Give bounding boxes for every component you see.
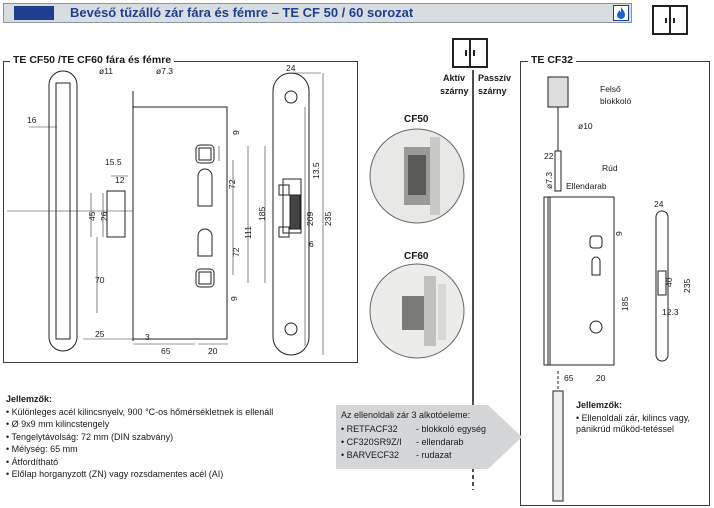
passziv-label: Passzív: [478, 73, 512, 83]
dim-65: 65: [161, 346, 171, 356]
features-list: • Különleges acél kilincsnyelv, 900 °C-o…: [6, 406, 273, 480]
cf32-features-title: Jellemzők:: [576, 400, 623, 410]
dim-111: 111: [243, 226, 253, 239]
door-icon-small: [452, 38, 488, 68]
dim-r20: 20: [596, 373, 606, 383]
dim-r22: 22: [544, 151, 554, 161]
accessories-box: [336, 405, 488, 469]
feature-item: • Különleges acél kilincsnyelv, 900 °C-o…: [6, 407, 274, 417]
lock-technical-drawing: 24 ø11 ø7.3 16 9 15.5 12 45 26 72 185 13…: [7, 63, 333, 356]
dim-16: 16: [27, 115, 37, 125]
feature-item: • Mélység: 65 mm: [6, 444, 78, 455]
feature-item: • Átfordítható: [6, 456, 59, 467]
dim-15-5: 15.5: [105, 157, 122, 167]
feature-item: • Tengelytávolság: 72 mm (DIN szabvány): [6, 431, 174, 442]
dim-45: 45: [87, 211, 97, 221]
dim-r73: ø7.3: [544, 172, 554, 189]
accessory-row: • CF320SR9Z/I: [341, 437, 402, 447]
dim-9b: 9: [229, 296, 239, 301]
rud-label: Rúd: [602, 163, 618, 173]
dim-r24: 24: [654, 199, 664, 209]
dim-26: 26: [99, 211, 109, 221]
left-drawing-frame: [3, 61, 358, 363]
dim-235: 235: [323, 212, 333, 226]
feature-item: • Előlap horganyzott (ZN) vagy rozsdamen…: [6, 469, 224, 480]
cf60-label: CF60: [404, 251, 429, 262]
dim-r10: ø10: [578, 121, 593, 131]
accessory-desc: - rudazat: [416, 450, 452, 460]
aktiv-label: Aktív: [443, 73, 466, 83]
dim-13-5: 13.5: [311, 162, 321, 179]
dim-11: ø11: [99, 66, 113, 76]
passziv-szarny-label: szárny: [478, 86, 507, 96]
dim-r185: 185: [620, 297, 630, 311]
left-section-title: TE CF50 /TE CF60 fára és fémre: [10, 54, 175, 66]
cf50-label: CF50: [404, 114, 429, 125]
cf32-feature-item: • Ellenoldali zár, kilincs vagy, pánikrú…: [576, 413, 691, 434]
dim-7-3: ø7.3: [156, 66, 173, 76]
dim-6: 6: [309, 239, 314, 249]
cf60-detail-photo: [369, 263, 465, 359]
dim-r40: 40: [664, 277, 674, 287]
right-drawing-frame: [520, 61, 710, 506]
cf32-technical-drawing: Felső blokkoló ø10 22 ø7.3 Rúd Ellendara…: [543, 76, 692, 502]
dim-20: 20: [208, 346, 218, 356]
dim-24: 24: [286, 63, 296, 73]
dim-r12-3: 12.3: [662, 307, 679, 317]
header-banner: Bevéső tűzálló zár fára és fémre – TE CF…: [3, 3, 632, 23]
dim-209: 209: [305, 212, 315, 226]
accessories-arrow: [488, 405, 522, 469]
dim-12: 12: [115, 175, 125, 185]
accessory-row: • BARVECF32: [341, 450, 400, 460]
accessories-title: Az ellenoldali zár 3 alkotóeleme:: [341, 410, 471, 420]
dim-25: 25: [95, 329, 105, 339]
dim-9a: 9: [231, 130, 241, 135]
dim-70: 70: [95, 275, 105, 285]
dim-r235: 235: [682, 279, 692, 293]
flame-icon: [613, 5, 629, 21]
ellendarab-label: Ellendarab: [566, 181, 607, 191]
accessory-desc: - blokkoló egység: [416, 424, 487, 434]
dim-72a: 72: [227, 179, 237, 189]
right-section-title: TE CF32: [528, 54, 577, 66]
felso-label-1: Felső: [600, 84, 621, 94]
accessory-desc: - ellendarab: [416, 437, 464, 447]
feature-item: • Ø 9x9 mm kilincstengely: [6, 419, 110, 430]
dim-r65: 65: [564, 373, 574, 383]
felso-label-2: blokkoló: [600, 96, 631, 106]
header-accent-bar: [14, 6, 54, 20]
accessory-row: • RETFACF32: [341, 424, 398, 434]
features-title: Jellemzők:: [6, 394, 53, 404]
cf50-detail-photo: [369, 128, 465, 224]
page-title: Bevéső tűzálló zár fára és fémre – TE CF…: [70, 5, 414, 20]
dim-72b: 72: [231, 247, 241, 257]
aktiv-szarny-label: szárny: [440, 86, 469, 96]
dim-3: 3: [145, 332, 150, 342]
double-door-icon: [652, 5, 688, 35]
dim-185: 185: [257, 207, 267, 221]
dim-r9: 9: [614, 231, 624, 236]
